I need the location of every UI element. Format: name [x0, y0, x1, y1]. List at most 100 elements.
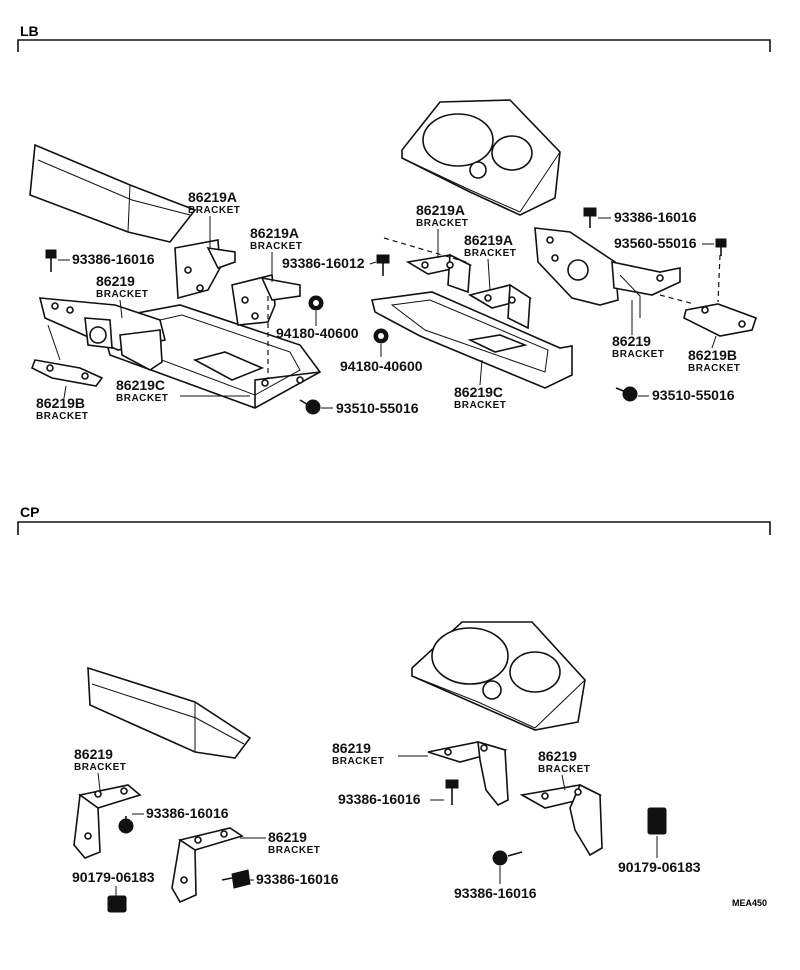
bracket-86219-cp-left-2: [171, 827, 244, 904]
svg-text:93560-55016: 93560-55016: [614, 235, 697, 251]
callout-93386-16012-lb-left: 93386-16012: [282, 255, 377, 271]
svg-text:BRACKET: BRACKET: [688, 363, 740, 374]
callout-93560-55016-lb-right: 93560-55016: [614, 235, 714, 251]
callout-93510-55016-lb-left: 93510-55016: [321, 400, 419, 416]
screw-icon: [376, 254, 390, 276]
bracket-86219-cp-right-2: [519, 783, 603, 857]
svg-text:BRACKET: BRACKET: [538, 764, 590, 775]
lb-left-assembly: [29, 143, 390, 415]
screw-icon: [492, 850, 523, 866]
svg-text:86219A: 86219A: [188, 189, 237, 205]
svg-text:93386-16016: 93386-16016: [256, 871, 339, 887]
screw-icon: [715, 238, 727, 256]
cp-left-assembly: [73, 666, 252, 913]
screw-icon: [45, 249, 57, 272]
cp-right-assembly: [411, 621, 667, 866]
svg-text:93386-16016: 93386-16016: [614, 209, 697, 225]
callout-86219a-2-lb-left: 86219A BRACKET: [250, 225, 302, 282]
section-lb-frame: LB: [17, 23, 771, 52]
clip-icon: [107, 895, 127, 913]
svg-text:BRACKET: BRACKET: [454, 400, 506, 411]
callout-86219-2-cp-right: 86219 BRACKET: [538, 748, 590, 791]
svg-text:BRACKET: BRACKET: [464, 248, 516, 259]
callout-93386-16016-2-cp-right: 93386-16016: [454, 866, 537, 901]
svg-text:94180-40600: 94180-40600: [276, 325, 359, 341]
svg-text:86219A: 86219A: [416, 202, 465, 218]
svg-text:90179-06183: 90179-06183: [72, 869, 155, 885]
svg-text:BRACKET: BRACKET: [36, 411, 88, 422]
svg-text:93510-55016: 93510-55016: [336, 400, 419, 416]
section-cp-frame: CP: [17, 504, 771, 535]
screw-icon: [221, 869, 251, 889]
callout-86219a-lb-left: 86219A BRACKET: [188, 189, 240, 248]
clip-nut-icon: [615, 386, 638, 402]
callout-86219b-lb-right: 86219B BRACKET: [688, 335, 740, 374]
callout-90179-06183-cp-left: 90179-06183: [72, 869, 155, 896]
svg-text:BRACKET: BRACKET: [96, 289, 148, 300]
bracket-86219-cp-right-1: [427, 740, 509, 807]
callout-86219c-lb-right: 86219C BRACKET: [454, 359, 506, 411]
callout-86219a-2-lb-right: 86219A BRACKET: [464, 232, 516, 291]
instrument-hood-cp-left: [87, 666, 252, 759]
svg-text:86219B: 86219B: [688, 347, 737, 363]
svg-text:86219: 86219: [268, 829, 307, 845]
callout-93386-16016-cp-right: 93386-16016: [338, 791, 444, 807]
callout-86219-cp-right: 86219 BRACKET: [332, 740, 428, 767]
svg-text:86219: 86219: [332, 740, 371, 756]
svg-text:86219A: 86219A: [464, 232, 513, 248]
svg-text:86219: 86219: [612, 333, 651, 349]
bracket-86219a-lb-right-2: [467, 283, 532, 330]
section-label-lb: LB: [20, 23, 39, 39]
callout-86219-cp-left: 86219 BRACKET: [74, 746, 126, 791]
callout-86219b-lb-left: 86219B BRACKET: [36, 385, 88, 422]
svg-text:86219C: 86219C: [454, 384, 503, 400]
svg-text:BRACKET: BRACKET: [74, 762, 126, 773]
svg-text:93510-55016: 93510-55016: [652, 387, 735, 403]
instrument-hood-left: [29, 143, 197, 243]
callout-86219-2-cp-left: 86219 BRACKET: [240, 829, 320, 856]
nut-icon: [308, 295, 324, 311]
svg-text:BRACKET: BRACKET: [188, 205, 240, 216]
drawing-code: MEA450: [732, 898, 767, 908]
meter-hood-lb: [401, 99, 561, 216]
svg-text:90179-06183: 90179-06183: [618, 859, 701, 875]
callout-94180-40600-lb-left: 94180-40600: [276, 311, 359, 341]
callout-93386-16016-lb-right: 93386-16016: [598, 209, 697, 225]
svg-text:93386-16016: 93386-16016: [338, 791, 421, 807]
svg-text:93386-16016: 93386-16016: [454, 885, 537, 901]
callout-86219-lb-left: 86219 BRACKET: [96, 273, 148, 319]
nut-icon: [373, 328, 389, 344]
svg-text:86219A: 86219A: [250, 225, 299, 241]
bracket-86219a-left-2: [231, 273, 301, 326]
svg-text:86219B: 86219B: [36, 395, 85, 411]
svg-text:BRACKET: BRACKET: [416, 218, 468, 229]
svg-text:86219: 86219: [538, 748, 577, 764]
svg-text:BRACKET: BRACKET: [268, 845, 320, 856]
svg-text:93386-16016: 93386-16016: [72, 251, 155, 267]
meter-hood-cp: [411, 621, 586, 731]
callout-86219a-lb-right: 86219A BRACKET: [416, 202, 468, 258]
svg-text:86219: 86219: [74, 746, 113, 762]
main-bracket-86219-left: [38, 297, 166, 371]
svg-text:94180-40600: 94180-40600: [340, 358, 423, 374]
screw-icon: [583, 207, 597, 228]
svg-text:BRACKET: BRACKET: [332, 756, 384, 767]
callout-93386-16016-cp-left: 93386-16016: [132, 805, 229, 821]
callout-93510-55016-lb-right: 93510-55016: [638, 387, 735, 403]
bracket-86219a-lb-right-1: [405, 253, 473, 294]
screw-icon: [445, 779, 459, 805]
bracket-86219b-lb-right: [683, 303, 758, 337]
svg-text:93386-16012: 93386-16012: [282, 255, 365, 271]
callout-86219-lb-right: 86219 BRACKET: [612, 300, 664, 360]
section-label-cp: CP: [20, 504, 39, 520]
clip-icon: [647, 807, 667, 835]
bracket-86219b-left: [30, 359, 104, 387]
clip-nut-icon: [299, 399, 321, 415]
callout-90179-06183-cp-right: 90179-06183: [618, 836, 701, 875]
tray-bracket-86219c-lb-right: [371, 291, 573, 389]
svg-text:BRACKET: BRACKET: [250, 241, 302, 252]
callout-94180-40600-lb-right: 94180-40600: [340, 344, 423, 374]
svg-text:86219C: 86219C: [116, 377, 165, 393]
svg-text:86219: 86219: [96, 273, 135, 289]
